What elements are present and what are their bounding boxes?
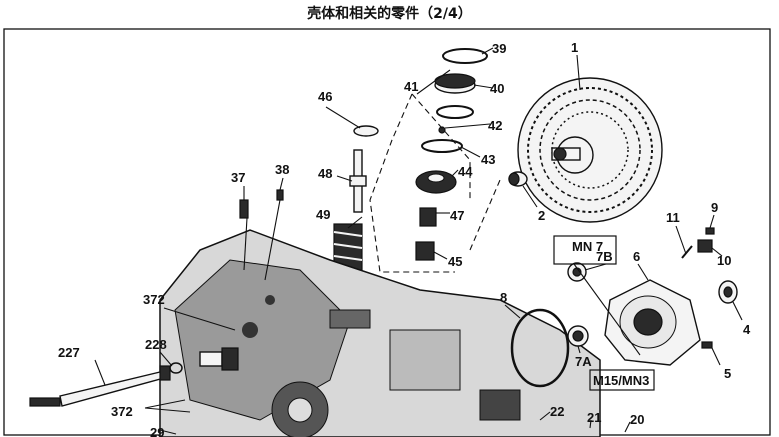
callout-45: 45 bbox=[448, 254, 462, 269]
callout-11: 11 bbox=[666, 210, 680, 225]
bushing-2 bbox=[508, 171, 528, 187]
callout-20: 20 bbox=[630, 412, 644, 427]
callout-29: 29 bbox=[150, 425, 164, 437]
callout-21: 21 bbox=[587, 410, 601, 425]
callout-6: 6 bbox=[633, 249, 640, 264]
callout-4: 4 bbox=[743, 322, 751, 337]
transmission-case bbox=[159, 229, 601, 437]
pump-shaft bbox=[199, 347, 239, 371]
assembly-dash-left bbox=[369, 93, 455, 273]
bolt-9 bbox=[705, 227, 715, 235]
valve-pin-48 bbox=[349, 125, 379, 213]
torque-converter bbox=[517, 77, 663, 223]
o-ring-8 bbox=[510, 308, 570, 388]
callout-38: 38 bbox=[275, 162, 289, 177]
callout-44: 44 bbox=[458, 164, 473, 179]
input-shaft-227 bbox=[29, 365, 171, 407]
callout-1: 1 bbox=[571, 40, 578, 55]
assembly-dash-right bbox=[411, 93, 471, 200]
callout-22: 22 bbox=[550, 404, 564, 419]
sensor-10 bbox=[697, 239, 713, 253]
callout-7b: 7B bbox=[596, 249, 613, 264]
callout-8: 8 bbox=[500, 290, 507, 305]
callout-372-top: 372 bbox=[143, 292, 165, 307]
callout-49: 49 bbox=[316, 207, 330, 222]
m15-box bbox=[589, 369, 655, 391]
callout-37: 37 bbox=[231, 170, 245, 185]
accumulator-stack bbox=[415, 48, 488, 261]
callout-48: 48 bbox=[318, 166, 332, 181]
callout-40: 40 bbox=[490, 81, 504, 96]
callout-372-bottom: 372 bbox=[111, 404, 133, 419]
callout-7a: 7A bbox=[575, 354, 592, 369]
callout-9: 9 bbox=[711, 200, 718, 215]
callout-228: 228 bbox=[145, 337, 167, 352]
bolt-5 bbox=[701, 341, 713, 349]
callout-41: 41 bbox=[404, 79, 418, 94]
pin-11 bbox=[681, 245, 693, 259]
callout-39: 39 bbox=[492, 41, 506, 56]
callout-10: 10 bbox=[717, 253, 731, 268]
plug-37 bbox=[239, 199, 249, 219]
mn7-box bbox=[553, 235, 617, 265]
callout-46: 46 bbox=[318, 89, 332, 104]
callout-2: 2 bbox=[538, 208, 545, 223]
seal-228 bbox=[169, 362, 183, 374]
callout-5: 5 bbox=[724, 366, 731, 381]
m15-box-label: M15/MN3 bbox=[593, 373, 649, 388]
callout-42: 42 bbox=[488, 118, 502, 133]
assembly-dash-lower bbox=[469, 179, 501, 251]
mn7-box-label: MN 7 bbox=[572, 239, 603, 254]
plug-38 bbox=[276, 189, 284, 201]
callout-47: 47 bbox=[450, 208, 464, 223]
diagram-title: 壳体和相关的零件（2/4） bbox=[307, 6, 472, 22]
callout-227: 227 bbox=[58, 345, 80, 360]
callout-43: 43 bbox=[481, 152, 495, 167]
pump-housing-6 bbox=[604, 279, 701, 366]
leader-lines bbox=[94, 47, 743, 435]
